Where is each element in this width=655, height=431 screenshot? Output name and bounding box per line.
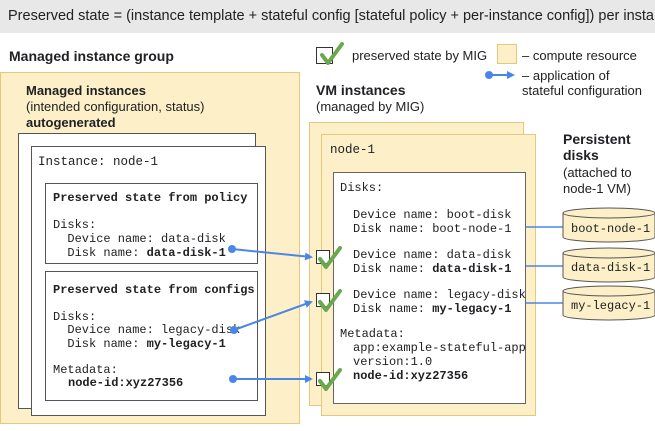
persistent-note-line1: (attached to <box>563 165 632 180</box>
configs-disks-label: Disks: <box>53 310 97 324</box>
vm-data-disk-line: Disk name: data-disk-1 <box>353 262 511 276</box>
header-bar: Preserved state = (instance template + s… <box>0 0 655 33</box>
arrow-config-metadata-to-vm <box>229 375 313 383</box>
configs-disk-name-value: my-legacy-1 <box>146 337 226 351</box>
disk-label-data: data-disk-1 <box>571 261 651 275</box>
vm-node-label: node-1 <box>330 143 376 157</box>
vm-config-box <box>333 172 526 404</box>
vm-metadata-app: app:example-stateful-app <box>353 341 526 355</box>
policy-disk-name-value: data-disk-1 <box>146 246 226 260</box>
configs-device-line: Device name: legacy-disk <box>53 323 241 337</box>
configs-box <box>45 271 258 401</box>
legend-check-icon <box>320 42 344 65</box>
legend-application-line2: stateful configuration <box>522 83 642 98</box>
vm-title: VM instances <box>316 82 406 98</box>
persistent-note-line2: node-1 VM) <box>563 181 631 196</box>
configs-metadata-value: node-id:xyz27356 <box>68 376 184 390</box>
vm-metadata-version: version:1.0 <box>353 355 433 369</box>
persistent-title-line2: disks <box>563 147 599 163</box>
vm-legacy-disk-line: Disk name: my-legacy-1 <box>353 302 511 316</box>
vm-metadata-label: Metadata: <box>340 327 405 341</box>
header-text: Preserved state = (instance template + s… <box>8 8 655 24</box>
vm-metadata-node: node-id:xyz27356 <box>353 369 469 383</box>
legend-application-line1: – application of <box>522 68 610 83</box>
configs-disk-name-prefix: Disk name: <box>53 337 147 351</box>
vm-legacy-device: Device name: legacy-disk <box>353 288 526 302</box>
vm-data-disk-value: data-disk-1 <box>432 262 512 276</box>
check-data-disk-icon <box>318 246 342 269</box>
vm-data-disk-prefix: Disk name: <box>353 262 433 276</box>
arrow-config-disk-to-vm <box>230 300 313 334</box>
managed-instances-title: Managed instances <box>26 83 146 98</box>
legend-compute-text: – compute resource <box>522 48 637 63</box>
legend-compute-swatch <box>497 44 517 64</box>
vm-boot-device: Device name: boot-disk <box>353 208 512 222</box>
configs-disk-name-line: Disk name: my-legacy-1 <box>53 337 226 351</box>
policy-box-title: Preserved state from policy <box>53 191 248 205</box>
policy-disks-label: Disks: <box>53 218 97 232</box>
policy-disk-name-prefix: Disk name: <box>53 246 147 260</box>
vm-legacy-disk-value: my-legacy-1 <box>432 302 512 316</box>
vm-boot-disk: Disk name: boot-node-1 <box>353 222 512 236</box>
policy-device-line: Device name: data-disk <box>53 232 226 246</box>
vm-legacy-disk-prefix: Disk name: <box>353 302 433 316</box>
check-legacy-disk-icon <box>318 289 342 312</box>
disk-label-boot: boot-node-1 <box>571 222 651 236</box>
disk-cylinder-data <box>562 247 655 283</box>
managed-instances-subtitle: (intended configuration, status) <box>26 99 205 114</box>
managed-instances-note: autogenerated <box>26 115 116 130</box>
disk-label-legacy: my-legacy-1 <box>571 299 651 313</box>
check-metadata-icon <box>318 368 342 391</box>
disk-cylinder-legacy <box>562 285 655 321</box>
policy-disk-name-line: Disk name: data-disk-1 <box>53 246 226 260</box>
disk-cylinder-boot <box>562 207 655 243</box>
mig-title: Managed instance group <box>9 48 174 64</box>
policy-box <box>45 183 258 264</box>
vm-data-device: Device name: data-disk <box>353 248 512 262</box>
persistent-title-line1: Persistent <box>563 131 631 147</box>
vm-disks-label: Disks: <box>340 181 384 195</box>
arrow-policy-to-vm <box>228 245 313 261</box>
configs-box-title: Preserved state from configs <box>53 283 255 297</box>
configs-metadata-label: Metadata: <box>53 363 118 377</box>
legend-arrow <box>485 71 515 79</box>
vm-subtitle: (managed by MIG) <box>316 99 425 114</box>
legend-preserved-text: preserved state by MIG <box>352 48 488 63</box>
instance-label: Instance: node-1 <box>38 155 159 169</box>
